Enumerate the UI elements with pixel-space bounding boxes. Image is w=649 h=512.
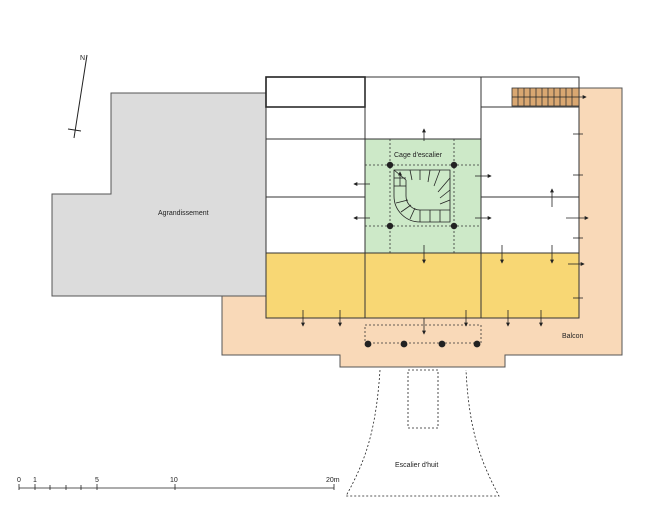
scale-tick-10: 10	[170, 477, 178, 484]
scale-tick-5: 5	[95, 477, 99, 484]
top-left-room	[265, 76, 366, 108]
spiral-staircase	[393, 169, 451, 223]
stair-grid	[365, 139, 481, 253]
entrance-stair	[345, 369, 500, 497]
north-label: N	[80, 55, 85, 62]
balcony-label: Balcon	[562, 333, 584, 340]
north-arrow: N	[67, 54, 88, 139]
portico-columns	[364, 340, 481, 348]
annex-label: Agrandissement	[158, 210, 209, 217]
circulation-arrows	[301, 128, 589, 335]
scale-bar	[18, 484, 335, 490]
wall-ticks	[573, 133, 583, 299]
scale-tick-0: 0	[17, 477, 21, 484]
stair-cage-label: Cage d'escalier	[394, 152, 443, 159]
exterior-stair	[511, 87, 587, 107]
interior-walls	[266, 77, 579, 318]
yellow-zone	[265, 252, 580, 319]
stair-columns	[386, 161, 458, 230]
scale-tick-1: 1	[33, 477, 37, 484]
scale-tick-20: 20m	[326, 477, 340, 484]
entrance-stair-label: Escalier d'huit	[395, 462, 438, 469]
annex-area	[51, 92, 267, 297]
portico-frame	[364, 324, 482, 344]
